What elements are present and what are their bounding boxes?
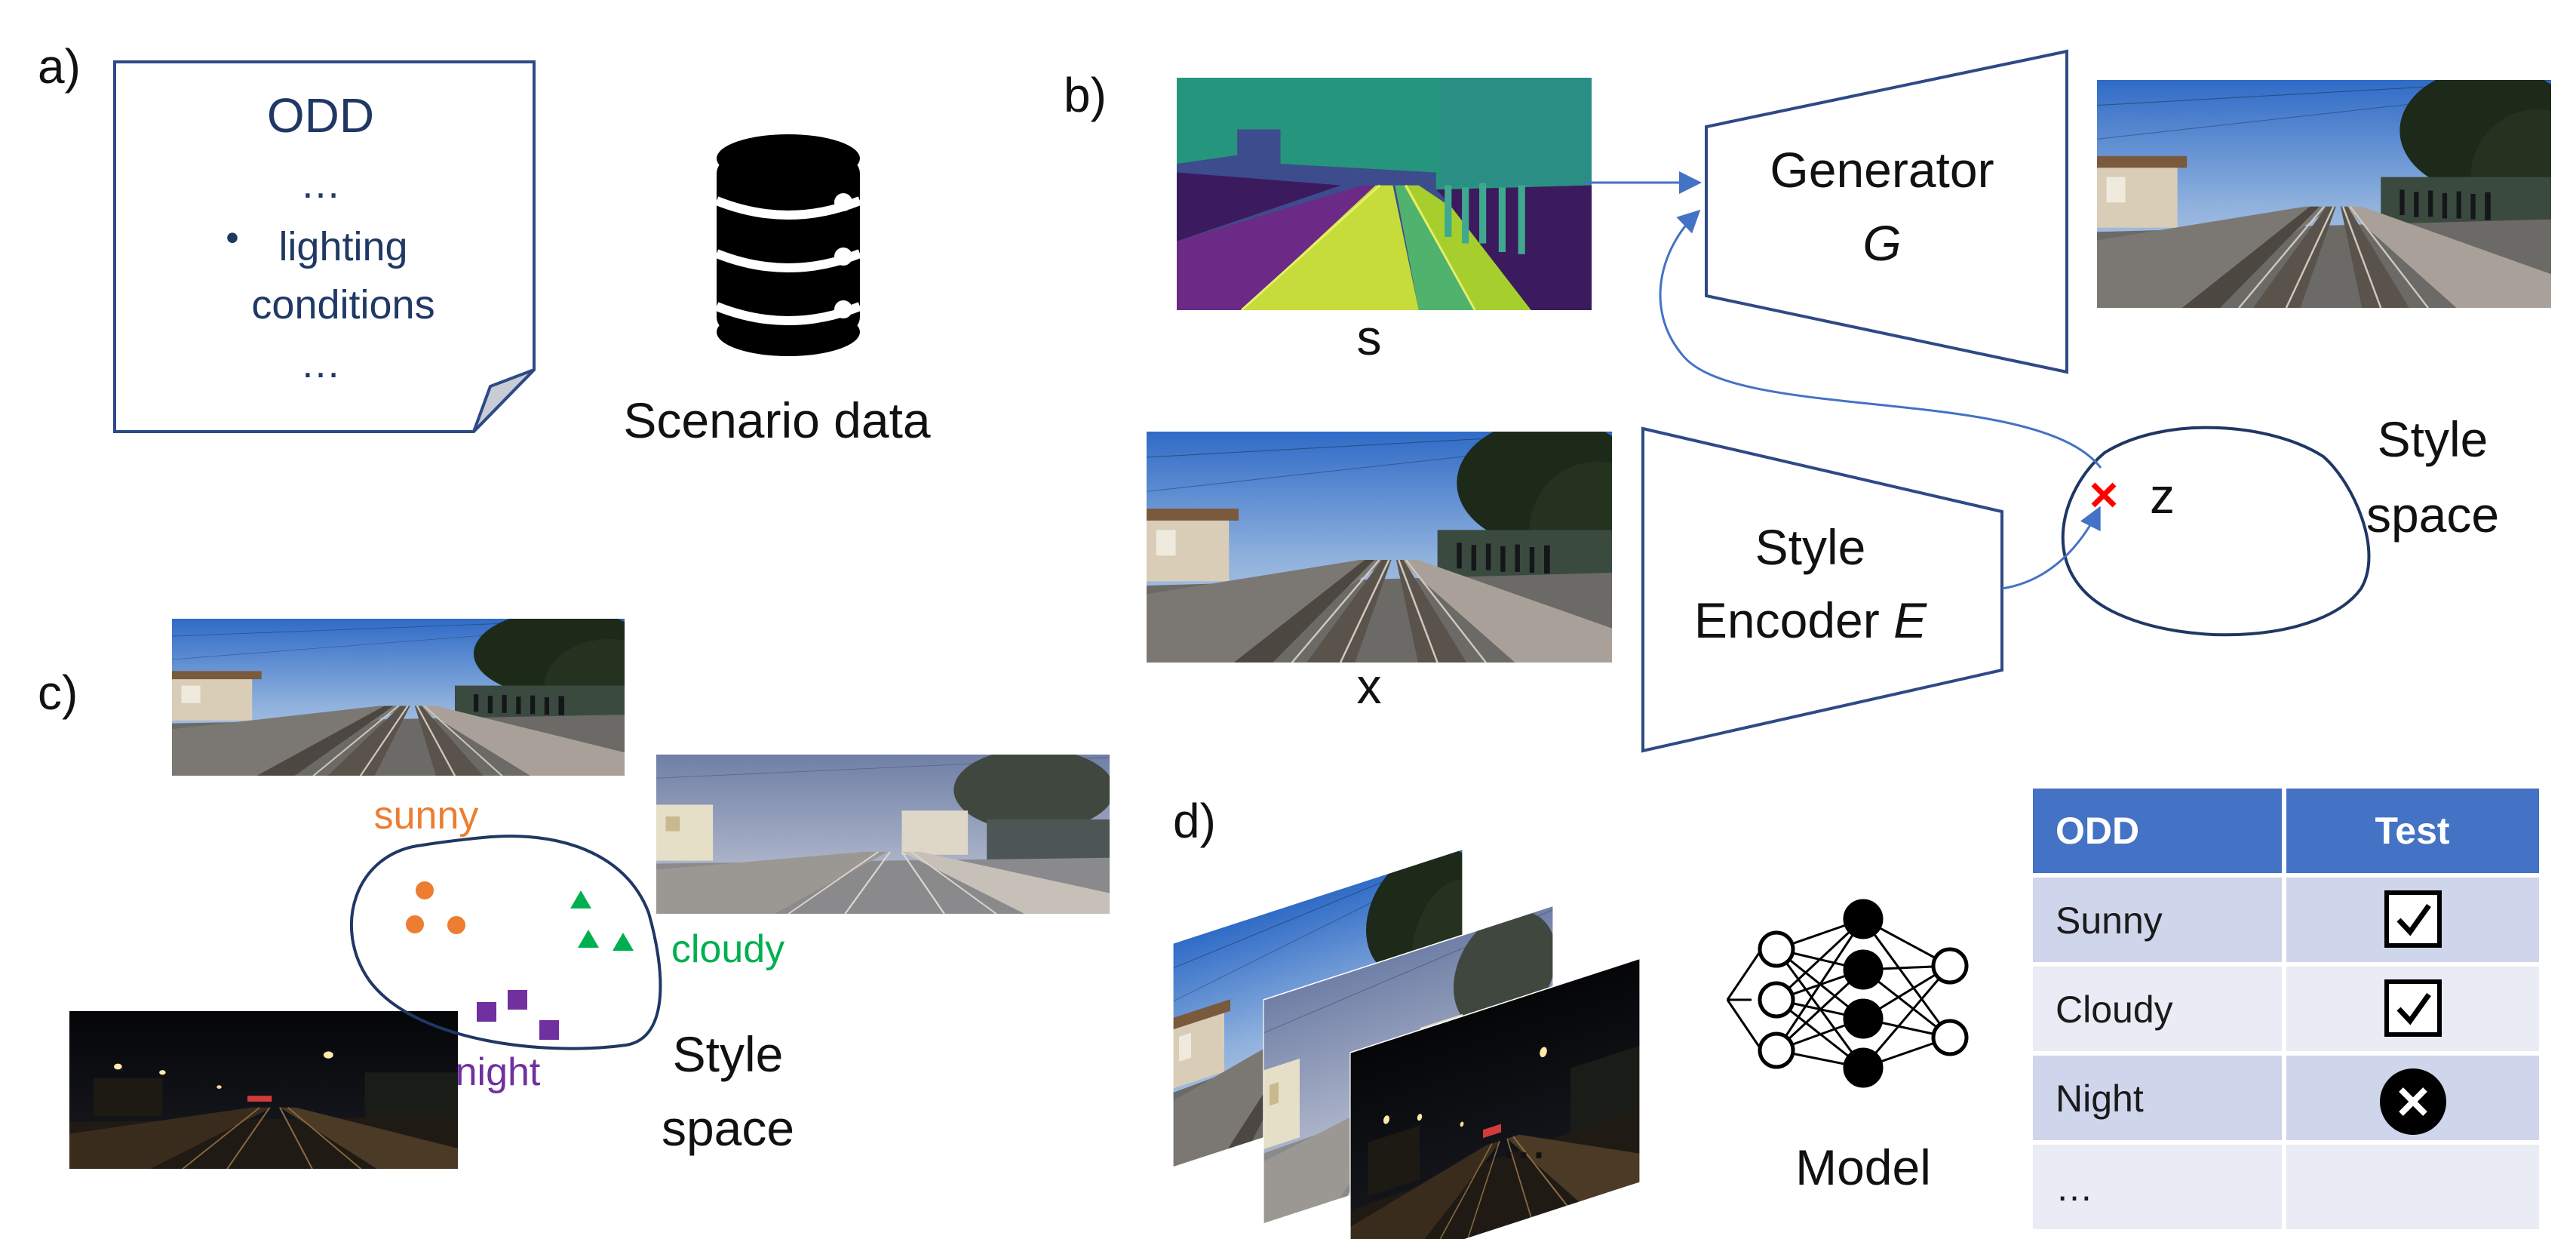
table-cell-odd: Night (2056, 1078, 2144, 1120)
image-stack (1172, 848, 1641, 1239)
style-space-label-b: Style (2378, 411, 2488, 467)
odd-ellipsis-bottom: … (300, 341, 341, 386)
odd-bullet: • (226, 217, 239, 259)
sunny-image (172, 619, 625, 776)
table-row: Night (2033, 1056, 2539, 1140)
arrow-encoder-to-z (2001, 506, 2101, 590)
odd-document: ODD … • lighting conditions … (113, 60, 536, 433)
table-header-test: Test (2375, 810, 2449, 852)
table-header-cell-test (2286, 789, 2539, 873)
table-cell-odd: Sunny (2056, 899, 2163, 942)
generator-block (1705, 49, 2068, 374)
night-image (69, 1011, 459, 1169)
table-row: Sunny (2033, 878, 2539, 962)
stack-image-night (1349, 958, 1641, 1239)
style-space-blob (2061, 426, 2371, 637)
generator-label: Generator (1770, 142, 1994, 198)
generator-symbol: G (1862, 215, 1901, 271)
cloudy-image (656, 755, 1110, 914)
model-label: Model (1795, 1139, 1931, 1195)
sunny-cluster (406, 881, 465, 934)
cross-icon (2380, 1068, 2446, 1135)
style-encoder-label-2: Encoder E (1694, 592, 1927, 648)
odd-ellipsis-top: … (300, 161, 341, 207)
check-icon (2384, 979, 2442, 1037)
panel-label-d: d) (1173, 794, 1216, 848)
label-z: z (2150, 468, 2175, 524)
label-sunny: sunny (374, 794, 479, 838)
style-code-marker (2091, 482, 2117, 508)
label-x: x (1357, 658, 1382, 714)
style-encoder-block (1641, 426, 2003, 753)
page-curl-icon (472, 368, 536, 433)
table-header-cell-odd (2033, 789, 2282, 873)
panel-label-c: c) (38, 666, 78, 720)
table-cell-odd: Cloudy (2056, 988, 2173, 1031)
style-space-blob-c (350, 835, 662, 1050)
input-style-image (1147, 432, 1612, 663)
generated-image (2097, 80, 2552, 309)
night-cluster (477, 990, 559, 1040)
arrow-z-to-generator (1659, 209, 2102, 469)
odd-test-table: ODD Test Sunny Cloudy Night (2033, 789, 2539, 1229)
label-s: s (1357, 309, 1382, 365)
panel-label-b: b) (1064, 68, 1107, 122)
database-icon (714, 134, 862, 356)
odd-item-line2: conditions (251, 282, 434, 327)
panel-label-a: a) (38, 39, 81, 94)
neural-network-icon (1726, 899, 1969, 1088)
segmentation-image (1177, 78, 1592, 311)
style-encoder-label: Style (1755, 519, 1866, 575)
table-row: … (2033, 1145, 2539, 1229)
odd-item-line1: lighting (278, 224, 407, 269)
style-space-label-c-2: space (662, 1100, 794, 1156)
scenario-data-label: Scenario data (623, 392, 931, 448)
table-row: Cloudy (2033, 967, 2539, 1051)
table-header-odd: ODD (2056, 810, 2139, 852)
style-space-label-b-2: space (2366, 487, 2499, 543)
table-cell-odd: … (2056, 1167, 2093, 1209)
odd-title: ODD (267, 88, 374, 143)
label-night: night (456, 1050, 541, 1094)
stack-ellipsis: ... (1501, 1110, 1546, 1170)
cloudy-cluster (570, 890, 634, 951)
check-icon (2384, 890, 2442, 948)
label-cloudy: cloudy (671, 927, 784, 971)
style-space-label-c: Style (673, 1026, 784, 1082)
